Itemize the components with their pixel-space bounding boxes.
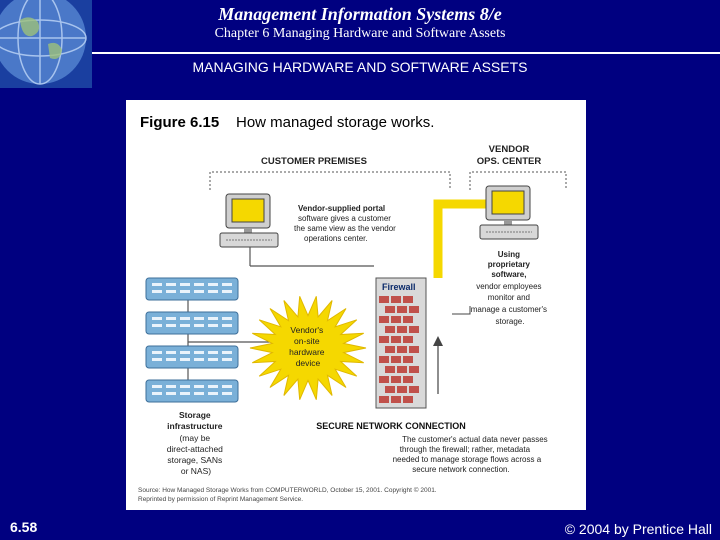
portal-text-4: operations center. bbox=[304, 234, 368, 243]
copyright: © 2004 by Prentice Hall bbox=[564, 521, 712, 537]
firewall-wall bbox=[375, 277, 427, 409]
header-subtitle: Chapter 6 Managing Hardware and Software… bbox=[214, 26, 506, 41]
firewall-brick bbox=[403, 336, 413, 343]
vendor-connector bbox=[452, 306, 471, 315]
secure-connection-title: SECURE NETWORK CONNECTION bbox=[316, 421, 466, 431]
firewall-brick bbox=[409, 306, 419, 313]
source-line-1: Source: How Managed Storage Works from C… bbox=[138, 486, 437, 494]
firewall-brick bbox=[403, 296, 413, 303]
firewall-brick bbox=[391, 316, 401, 323]
secure-text-4: secure network connection. bbox=[412, 465, 509, 474]
customer-computer-icon bbox=[219, 193, 279, 248]
storage-text-5: storage, SANs bbox=[167, 455, 222, 465]
firewall-brick bbox=[391, 336, 401, 343]
firewall-brick bbox=[409, 366, 419, 373]
firewall-brick bbox=[403, 356, 413, 363]
proprietary-text-4: vendor employees bbox=[476, 282, 541, 291]
customer-premises-label: CUSTOMER PREMISES bbox=[261, 156, 367, 167]
firewall-brick bbox=[409, 346, 419, 353]
firewall-brick bbox=[379, 396, 389, 403]
firewall-brick bbox=[379, 336, 389, 343]
secure-text-3: needed to manage storage flows across a bbox=[393, 455, 542, 464]
hardware-device-starburst bbox=[249, 296, 367, 400]
svg-text:Source: How Managed Storage Wo: Source: How Managed Storage Works from C… bbox=[138, 486, 438, 503]
figure-caption: How managed storage works. bbox=[236, 114, 434, 131]
proprietary-text-5: monitor and bbox=[488, 293, 530, 302]
storage-text-1: Storage bbox=[179, 410, 211, 420]
figure-panel: Figure 6.15 How managed storage works. C… bbox=[126, 100, 586, 510]
customer-bracket bbox=[209, 171, 451, 190]
portal-text-2: software gives a customer bbox=[298, 214, 391, 223]
slide-heading: MANAGING HARDWARE AND SOFTWARE ASSETS bbox=[192, 59, 528, 75]
storage-text-2: infrastructure bbox=[167, 421, 223, 431]
firewall-brick bbox=[379, 296, 389, 303]
firewall-brick bbox=[409, 386, 419, 393]
storage-unit bbox=[145, 345, 239, 369]
storage-unit bbox=[145, 277, 239, 301]
header-divider bbox=[92, 52, 720, 54]
firewall-brick bbox=[403, 316, 413, 323]
svg-text:Vendor-supplied portal s: Vendor-supplied portal software gives a … bbox=[294, 204, 398, 243]
firewall-brick bbox=[409, 326, 419, 333]
firewall-brick bbox=[379, 376, 389, 383]
firewall-brick bbox=[391, 396, 401, 403]
svg-text:Using proprietary: Using proprietary software, vendor emplo… bbox=[471, 250, 549, 326]
vendor-center-label-1: VENDOR bbox=[489, 144, 530, 155]
vendor-bracket bbox=[469, 171, 567, 190]
firewall-brick bbox=[403, 396, 413, 403]
firewall-brick bbox=[379, 356, 389, 363]
firewall-brick bbox=[391, 356, 401, 363]
firewall-brick bbox=[397, 366, 407, 373]
firewall-brick bbox=[379, 316, 389, 323]
globe-logo bbox=[0, 0, 92, 88]
managed-storage-diagram: Figure 6.15 How managed storage works. C… bbox=[138, 114, 567, 503]
storage-unit bbox=[145, 311, 239, 335]
firewall-brick bbox=[397, 326, 407, 333]
proprietary-text-6: manage a customer's bbox=[471, 305, 547, 314]
vendor-computer-icon bbox=[479, 185, 539, 240]
secure-text-2: through the firewall; rather, metadata bbox=[400, 445, 531, 454]
firewall-brick bbox=[403, 376, 413, 383]
proprietary-text-1: Using bbox=[498, 250, 520, 259]
portal-text-1: Vendor-supplied portal bbox=[298, 204, 385, 213]
svg-text:Vendor's on-site h: Vendor's on-site hardware device bbox=[289, 325, 327, 368]
proprietary-text-3: software, bbox=[491, 270, 526, 279]
firewall-brick bbox=[397, 346, 407, 353]
firewall-brick bbox=[391, 376, 401, 383]
storage-text-3: (may be bbox=[179, 433, 210, 443]
secure-text-1: The customer's actual data never passes bbox=[402, 435, 548, 444]
arrow-up-icon bbox=[433, 336, 443, 346]
storage-text-6: or NAS) bbox=[181, 466, 211, 476]
device-text-3: hardware bbox=[289, 347, 325, 357]
proprietary-text-2: proprietary bbox=[488, 260, 531, 269]
vendor-center-label-2: OPS. CENTER bbox=[477, 156, 542, 167]
device-text-1: Vendor's bbox=[290, 325, 323, 335]
firewall-brick bbox=[385, 326, 395, 333]
firewall-brick bbox=[397, 386, 407, 393]
proprietary-text-7: storage. bbox=[496, 317, 525, 326]
slide-number: 6.58 bbox=[10, 519, 38, 535]
svg-text:The customer's actual data nev: The customer's actual data never passes … bbox=[393, 435, 550, 474]
firewall-brick bbox=[385, 386, 395, 393]
source-line-2: Reprinted by permission of Reprint Manag… bbox=[138, 496, 303, 503]
storage-unit bbox=[145, 379, 239, 403]
figure-number: Figure 6.15 bbox=[140, 114, 219, 131]
firewall-brick bbox=[385, 346, 395, 353]
firewall-brick bbox=[391, 296, 401, 303]
device-text-4: device bbox=[296, 358, 321, 368]
firewall-brick bbox=[385, 366, 395, 373]
header-title: Management Information Systems 8/e bbox=[218, 4, 502, 24]
portal-text-3: the same view as the vendor bbox=[294, 224, 396, 233]
device-text-2: on-site bbox=[294, 336, 320, 346]
storage-text-4: direct-attached bbox=[167, 444, 223, 454]
svg-text:Storage infrastructure: Storage infrastructure (may be direct-at… bbox=[167, 410, 226, 476]
firewall-brick bbox=[397, 306, 407, 313]
firewall-label: Firewall bbox=[382, 282, 416, 292]
secure-connection-line bbox=[433, 199, 490, 278]
firewall-brick bbox=[385, 306, 395, 313]
storage-infrastructure-icon bbox=[145, 277, 239, 403]
